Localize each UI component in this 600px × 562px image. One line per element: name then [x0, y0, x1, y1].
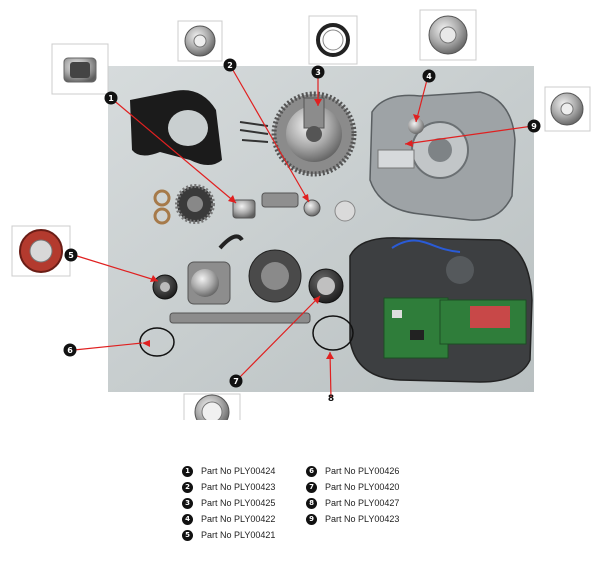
leader-9 — [404, 125, 534, 145]
small-gear — [175, 184, 215, 224]
legend-badge: 7 — [306, 481, 317, 493]
legend-item-5: 5 Part No PLY00421 — [182, 528, 275, 542]
leader-lines — [73, 64, 534, 399]
legend-item-9: 9 Part No PLY00423 — [306, 512, 399, 526]
o-ring-6 — [139, 327, 175, 357]
legend-label: Part No PLY00423 — [201, 482, 276, 492]
legend-badge: 1 — [182, 465, 193, 477]
legend-item-4: 4 Part No PLY00422 — [182, 512, 275, 526]
leader-5 — [76, 255, 159, 282]
legend-label: Part No PLY00421 — [201, 530, 276, 540]
legend-item-6: 6 Part No PLY00426 — [306, 464, 399, 478]
large-gear — [271, 91, 357, 177]
legend-item-2: 2 Part No PLY00423 — [182, 480, 275, 494]
legend-label: Part No PLY00426 — [325, 466, 400, 476]
inset-seal-3 — [308, 15, 358, 65]
legend-badge: 9 — [306, 513, 317, 525]
legend-item-7: 7 Part No PLY00420 — [306, 480, 399, 494]
svg-text:3: 3 — [315, 68, 321, 77]
svg-text:9: 9 — [531, 122, 537, 131]
callout-2: 2 — [223, 58, 237, 72]
callout-6: 6 — [63, 343, 77, 357]
inset-bearing-4 — [419, 9, 477, 61]
legend-label: Part No PLY00425 — [201, 498, 276, 508]
washers — [153, 189, 356, 225]
legend-label: Part No PLY00424 — [201, 466, 276, 476]
svg-text:2: 2 — [227, 61, 233, 70]
callout-1: 1 — [104, 91, 118, 105]
leader-4 — [415, 75, 429, 123]
exploded-motor-photo: 1 2 3 4 5 6 7 8 9 — [11, 9, 591, 420]
callout-3: 3 — [311, 65, 325, 79]
legend-item-8: 8 Part No PLY00427 — [306, 496, 399, 510]
legend-label: Part No PLY00423 — [325, 514, 400, 524]
svg-text:4: 4 — [426, 72, 432, 81]
bearing-7-photo — [308, 268, 344, 304]
svg-text:1: 1 — [108, 94, 114, 103]
legend-badge: 5 — [182, 529, 193, 541]
callout-5: 5 — [64, 248, 78, 262]
lower-housing-pcb — [349, 237, 533, 383]
inset-bearing-5 — [11, 225, 71, 277]
pinion-shaft — [261, 192, 299, 208]
legend-badge: 3 — [182, 497, 193, 509]
upper-housing — [369, 91, 516, 221]
o-ring-8 — [312, 315, 354, 351]
legend-label: Part No PLY00422 — [201, 514, 276, 524]
svg-text:6: 6 — [67, 346, 73, 355]
legend-item-3: 3 Part No PLY00425 — [182, 496, 275, 510]
svg-text:5: 5 — [68, 251, 74, 260]
callout-8: 8 — [328, 394, 334, 404]
freewheel — [248, 249, 302, 303]
leader-2 — [229, 64, 310, 203]
legend-item-1: 1 Part No PLY00424 — [182, 464, 275, 478]
legend-badge: 4 — [182, 513, 193, 525]
needle-bearing — [232, 199, 256, 219]
svg-text:8: 8 — [328, 394, 334, 404]
leader-6 — [73, 342, 143, 351]
inset-needle-bearing — [51, 43, 109, 95]
inset-bearing-2 — [177, 20, 223, 62]
inset-bearing-9 — [544, 86, 591, 132]
leader-1 — [110, 97, 237, 204]
legend-label: Part No PLY00427 — [325, 498, 400, 508]
callout-9: 9 — [527, 119, 541, 133]
leader-8 — [329, 351, 332, 399]
legend-badge: 2 — [182, 481, 193, 493]
legend-badge: 6 — [306, 465, 317, 477]
callout-7: 7 — [229, 374, 243, 388]
legend-badge: 8 — [306, 497, 317, 509]
small-bearing — [303, 199, 321, 217]
screws — [239, 121, 269, 143]
legend-label: Part No PLY00420 — [325, 482, 400, 492]
crank-shaft — [169, 312, 311, 324]
inset-bearing-7 — [183, 393, 241, 420]
svg-text:7: 7 — [233, 377, 239, 386]
callout-markers: 1 2 3 4 5 6 7 8 9 — [63, 58, 541, 404]
leader-7 — [235, 295, 321, 382]
sensor-assembly — [187, 234, 244, 305]
callout-4: 4 — [422, 69, 436, 83]
